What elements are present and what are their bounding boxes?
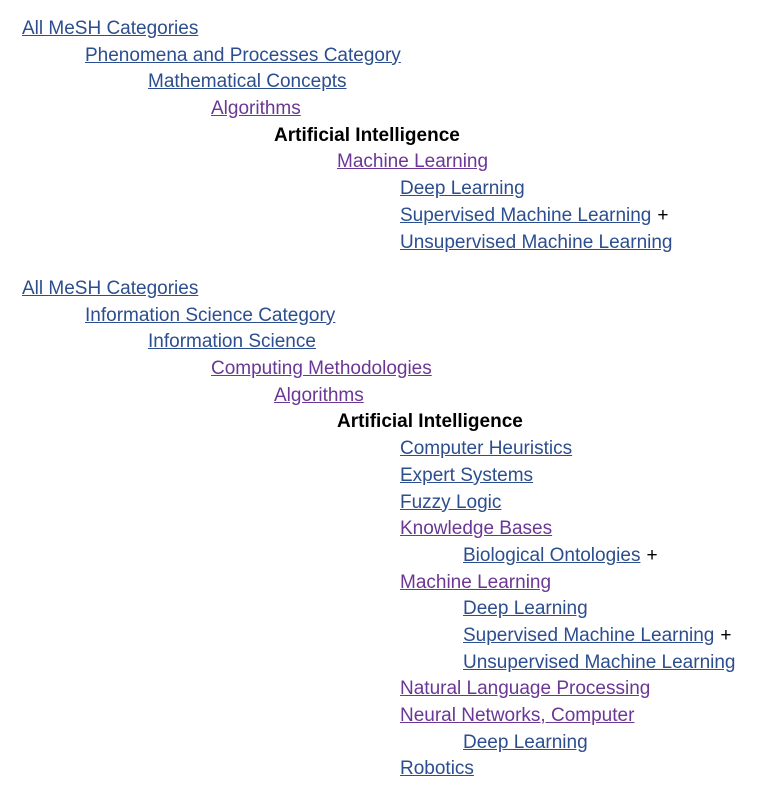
tree-row: Computing Methodologies bbox=[22, 356, 736, 383]
tree-row: Phenomena and Processes Category bbox=[22, 43, 673, 70]
tree-link[interactable]: Fuzzy Logic bbox=[400, 491, 502, 513]
tree-row: Artificial Intelligence bbox=[22, 123, 673, 150]
tree-link[interactable]: Mathematical Concepts bbox=[148, 71, 347, 93]
tree-row: Algorithms bbox=[22, 96, 673, 123]
tree-row: Information Science bbox=[22, 329, 736, 356]
tree-row: Natural Language Processing bbox=[22, 676, 736, 703]
tree-link[interactable]: All MeSH Categories bbox=[22, 18, 199, 39]
tree-link[interactable]: Information Science bbox=[148, 331, 316, 353]
tree-link[interactable]: Natural Language Processing bbox=[400, 678, 651, 700]
tree-link[interactable]: Supervised Machine Learning bbox=[463, 624, 715, 646]
tree-row: Supervised Machine Learning+ bbox=[22, 203, 673, 230]
tree-link[interactable]: Algorithms bbox=[211, 98, 301, 120]
tree-link[interactable]: All MeSH Categories bbox=[22, 278, 199, 299]
tree-link[interactable]: Computer Heuristics bbox=[400, 438, 573, 460]
tree-row: Biological Ontologies+ bbox=[22, 543, 736, 570]
tree-row: Unsupervised Machine Learning bbox=[22, 230, 673, 257]
tree-row: Robotics bbox=[22, 756, 736, 783]
tree-link[interactable]: Information Science Category bbox=[85, 304, 336, 326]
tree-row: All MeSH Categories bbox=[22, 16, 673, 43]
tree-row: Machine Learning bbox=[22, 149, 673, 176]
tree-link[interactable]: Unsupervised Machine Learning bbox=[463, 651, 736, 673]
tree-link[interactable]: Phenomena and Processes Category bbox=[85, 44, 401, 66]
tree-row: Algorithms bbox=[22, 383, 736, 410]
tree-row: Mathematical Concepts bbox=[22, 69, 673, 96]
tree-row: Knowledge Bases bbox=[22, 516, 736, 543]
tree-row: Unsupervised Machine Learning bbox=[22, 650, 736, 677]
tree-row: Expert Systems bbox=[22, 463, 736, 490]
tree-link[interactable]: Computing Methodologies bbox=[211, 358, 432, 380]
tree-link[interactable]: Supervised Machine Learning bbox=[400, 204, 652, 226]
current-term: Artificial Intelligence bbox=[337, 411, 523, 433]
tree-link[interactable]: Machine Learning bbox=[400, 571, 552, 593]
tree-link[interactable]: Machine Learning bbox=[337, 151, 489, 173]
expand-plus-icon[interactable]: + bbox=[720, 624, 732, 646]
tree-row: Machine Learning bbox=[22, 570, 736, 597]
tree-row: All MeSH Categories bbox=[22, 276, 736, 303]
tree-link[interactable]: Unsupervised Machine Learning bbox=[400, 231, 673, 253]
tree-row: Deep Learning bbox=[22, 176, 673, 203]
expand-plus-icon[interactable]: + bbox=[646, 544, 658, 566]
tree-row: Information Science Category bbox=[22, 303, 736, 330]
tree-link[interactable]: Deep Learning bbox=[400, 178, 525, 200]
tree-link[interactable]: Algorithms bbox=[274, 384, 364, 406]
tree-link[interactable]: Deep Learning bbox=[463, 598, 588, 620]
tree-row: Deep Learning bbox=[22, 596, 736, 623]
tree-link[interactable]: Robotics bbox=[400, 758, 474, 780]
tree-row: Neural Networks, Computer bbox=[22, 703, 736, 730]
tree-row: Deep Learning bbox=[22, 730, 736, 757]
expand-plus-icon[interactable]: + bbox=[657, 204, 669, 226]
current-term: Artificial Intelligence bbox=[274, 124, 460, 146]
tree-row: Fuzzy Logic bbox=[22, 490, 736, 517]
tree-link[interactable]: Deep Learning bbox=[463, 731, 588, 753]
tree-link[interactable]: Neural Networks, Computer bbox=[400, 705, 635, 726]
tree-link[interactable]: Expert Systems bbox=[400, 464, 534, 486]
tree-link[interactable]: Biological Ontologies bbox=[463, 544, 641, 566]
tree-row: Supervised Machine Learning+ bbox=[22, 623, 736, 650]
tree-row: Artificial Intelligence bbox=[22, 409, 736, 436]
tree-link[interactable]: Knowledge Bases bbox=[400, 518, 553, 540]
tree-row: Computer Heuristics bbox=[22, 436, 736, 463]
